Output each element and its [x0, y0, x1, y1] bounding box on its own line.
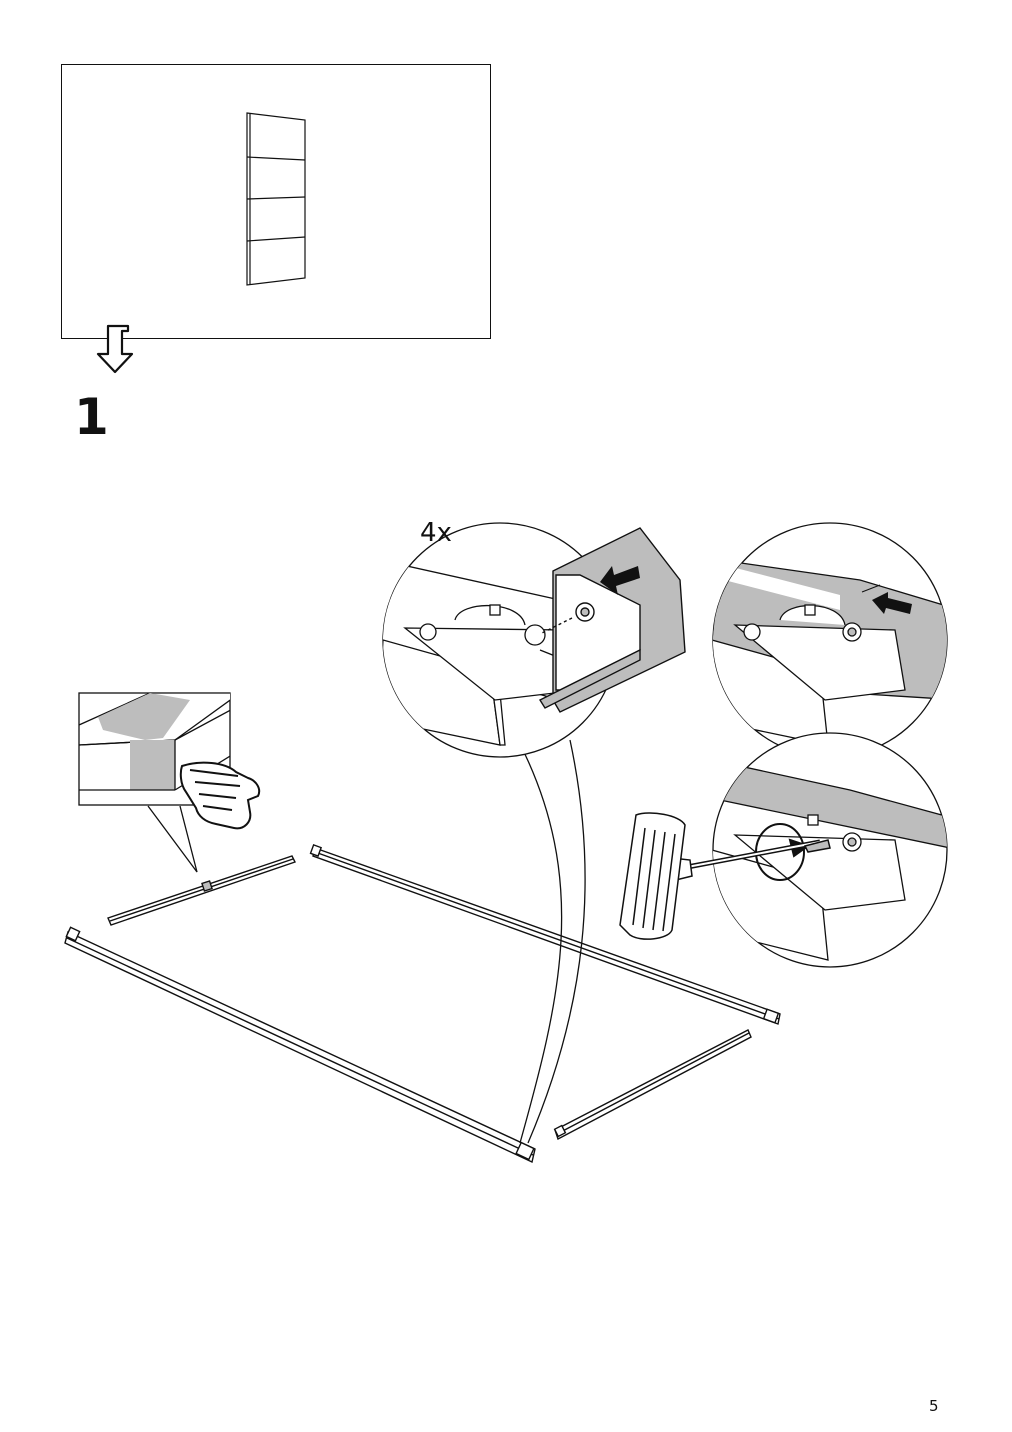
quantity-label: 4x: [420, 518, 452, 548]
step-number: 1: [74, 388, 109, 446]
detail-circle-insert: [382, 522, 686, 758]
screwdriver-icon: [619, 812, 831, 940]
page-number: 5: [929, 1397, 939, 1415]
down-arrow-icon: [96, 324, 134, 374]
pressing-hand-icon: [179, 761, 261, 830]
bottom-rail: [64, 926, 536, 1164]
top-rail: [309, 843, 781, 1025]
rail-profile: [538, 527, 686, 713]
door-panel-thumbnail: [246, 112, 306, 286]
detail-circle-seated: [712, 522, 948, 758]
left-short-rail: [107, 855, 296, 926]
detail-circle-tighten: [712, 732, 948, 968]
right-short-rail: [553, 1029, 752, 1141]
left-arrow-icon: [872, 592, 912, 614]
callout-lines: [147, 739, 586, 1144]
left-arrow-icon: [600, 566, 640, 595]
